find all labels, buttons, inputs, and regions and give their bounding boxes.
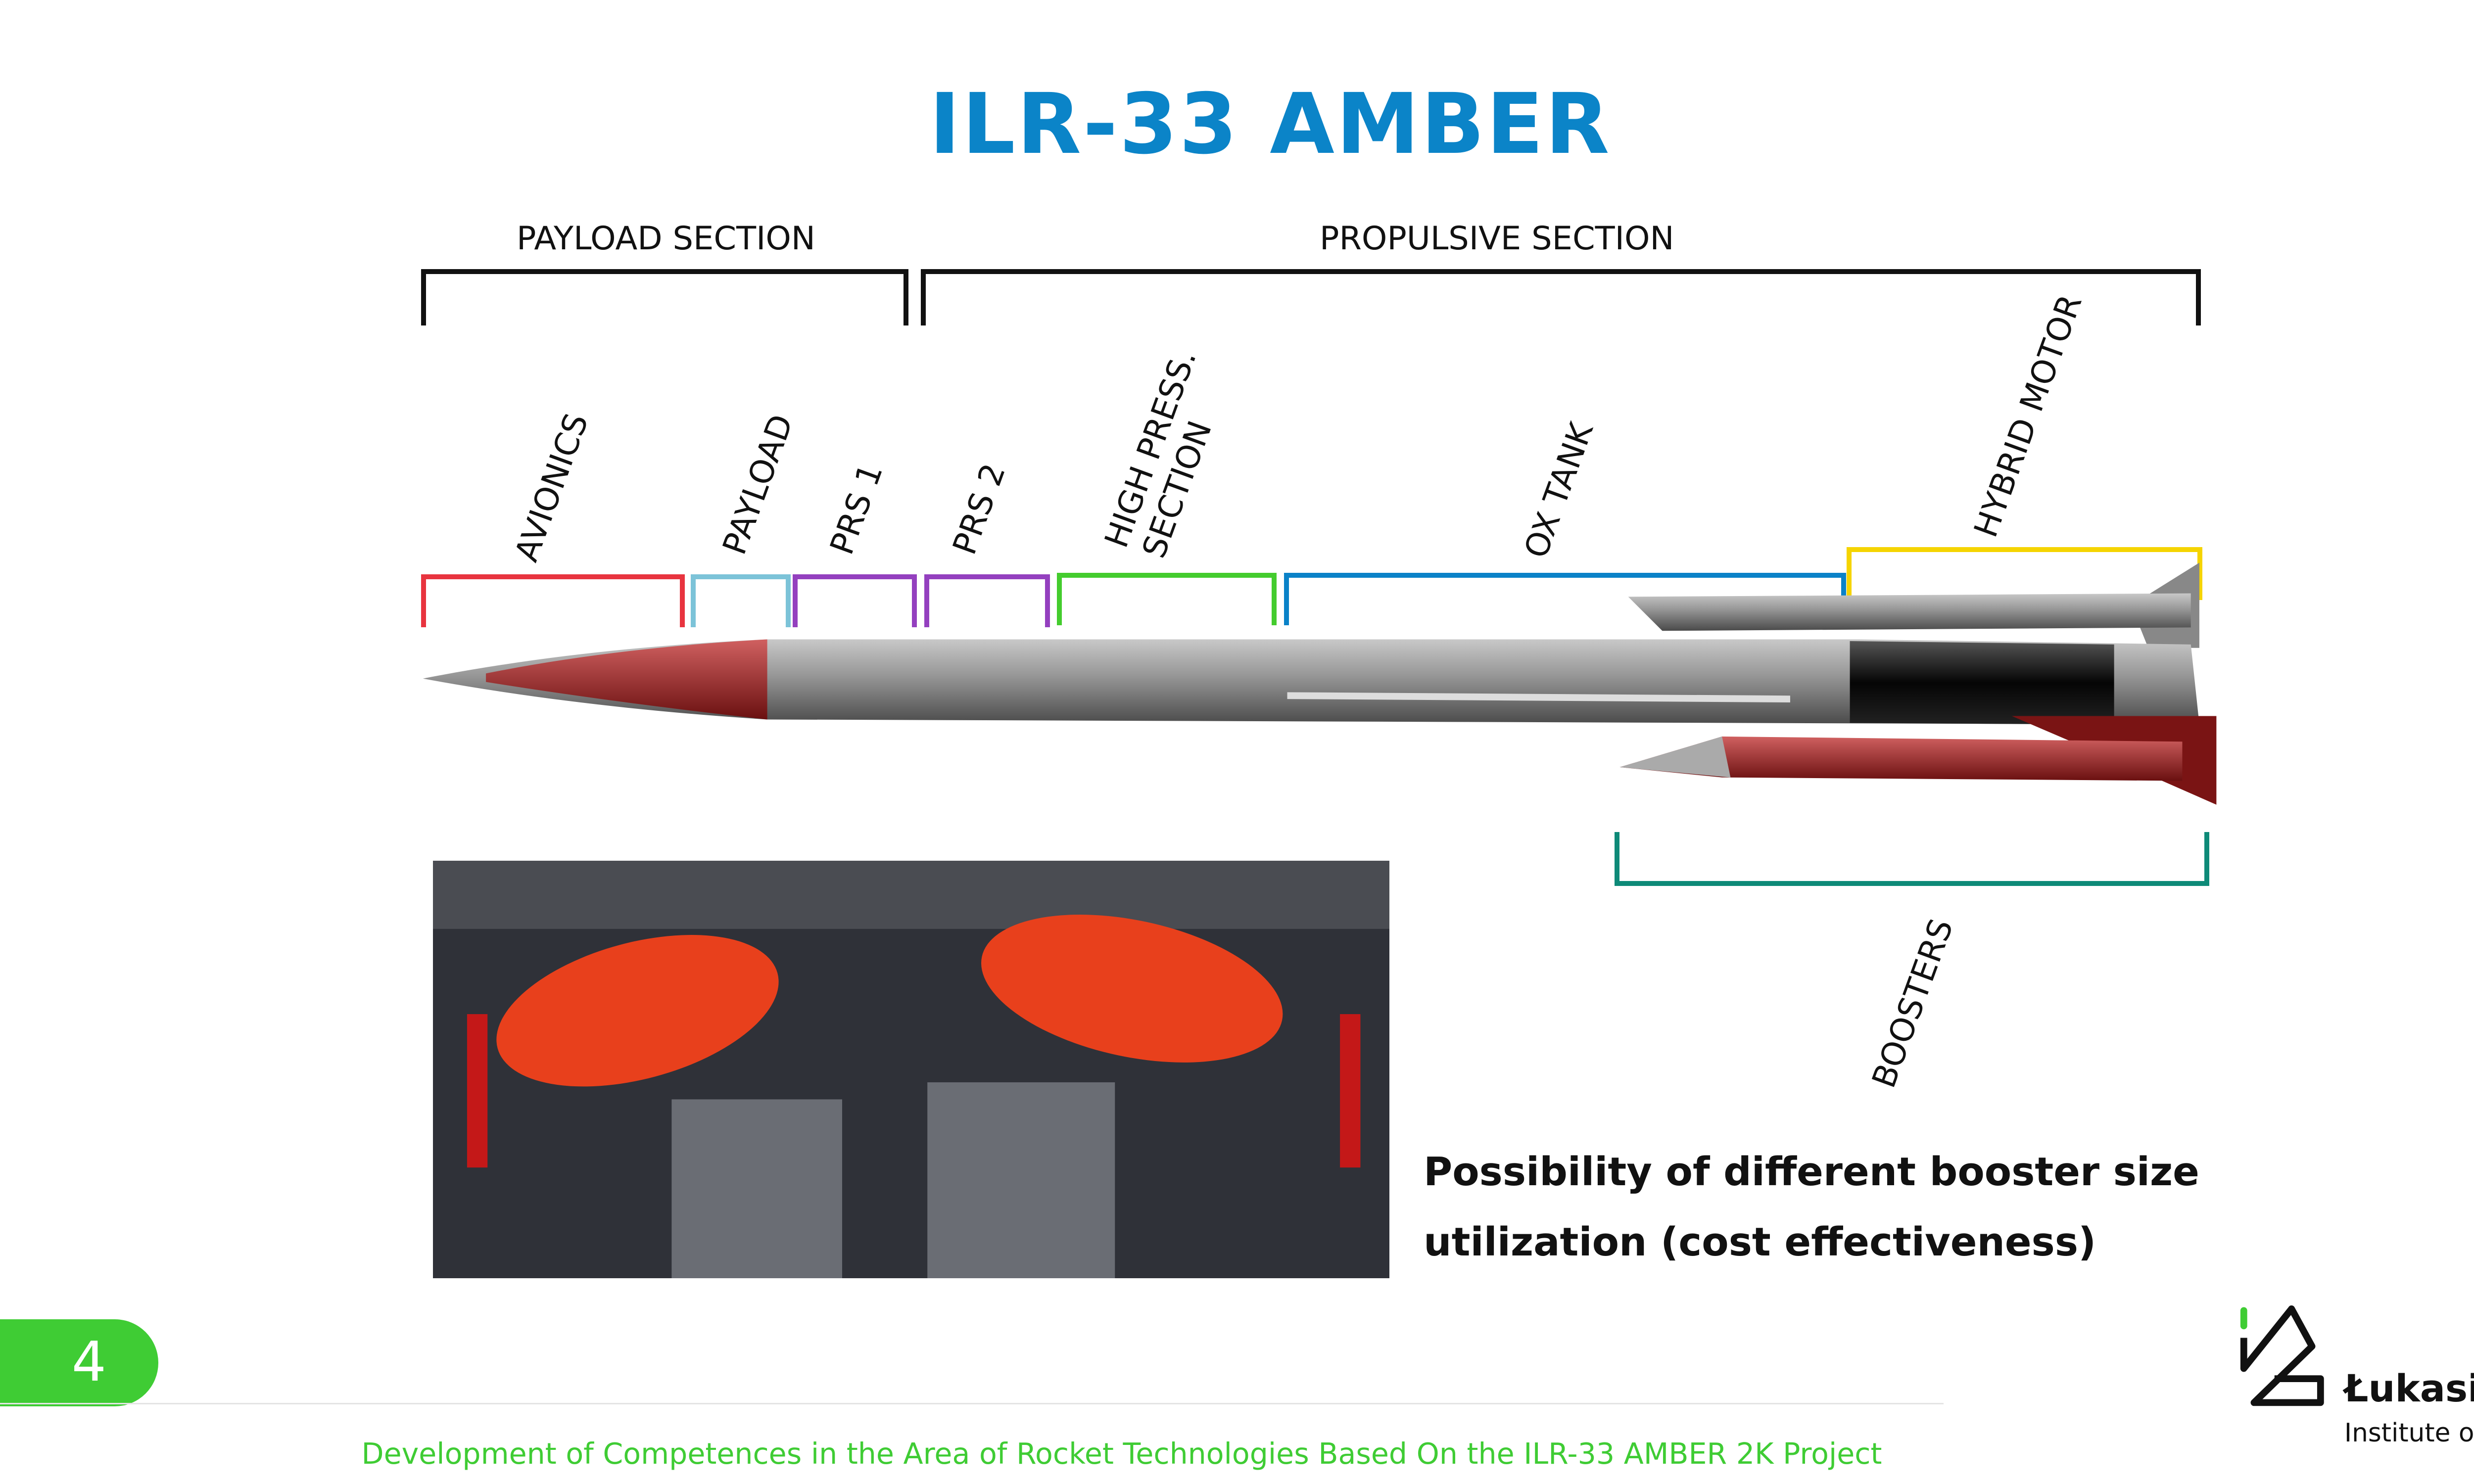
prs2-label: PRS 2 [946, 459, 1013, 559]
hybrid-motor-bracket [1846, 547, 2203, 600]
logo-name: Łukasiewicz [2344, 1367, 2474, 1411]
photo-booster-pair [433, 861, 1390, 1279]
propulsive-section-bracket [920, 269, 2201, 325]
slide-title: ILR-33 AMBER [929, 75, 1612, 173]
prs2-bracket [924, 574, 1050, 627]
avionics-label: AVIONICS [507, 408, 596, 566]
logo-subtitle: Institute of Aviation [2344, 1418, 2474, 1448]
payload-section-bracket [421, 269, 908, 325]
boosters-photo [433, 861, 1390, 1279]
booster-note-line-1: Possibility of different booster size [1424, 1149, 2199, 1195]
payload-label: PAYLOAD [715, 409, 801, 559]
footer-divider [0, 1402, 1944, 1405]
rocket-cad-illustration [423, 562, 2217, 805]
prs1-bracket [793, 574, 917, 627]
avionics-bracket [421, 574, 685, 627]
lukasiewicz-logo: Łukasiewicz Institute of Aviation [2237, 1305, 2474, 1459]
booster-note-line-2: utilization (cost effectiveness) [1424, 1218, 2096, 1265]
boosters-bracket [1615, 832, 2209, 886]
payload-bracket [690, 574, 791, 627]
payload-section-label: PAYLOAD SECTION [517, 220, 815, 258]
high-press-bracket [1057, 572, 1277, 626]
boosters-label: BOOSTERS [1864, 914, 1961, 1093]
footer-text: Development of Competences in the Area o… [361, 1437, 1882, 1471]
prs1-label: PRS 1 [823, 459, 891, 559]
ox-tank-label: OX TANK [1517, 417, 1601, 563]
page-number: 4 [0, 1319, 159, 1406]
logo-mark-icon [2240, 1305, 2324, 1406]
propulsive-section-label: PROPULSIVE SECTION [1319, 220, 1674, 258]
hybrid-motor-label: HYBRID MOTOR [1967, 290, 2090, 543]
